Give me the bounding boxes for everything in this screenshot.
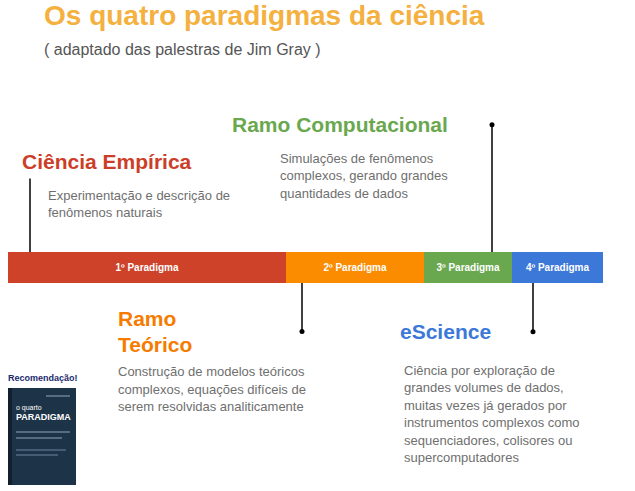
book-spine	[8, 388, 12, 485]
leader-line	[30, 179, 31, 252]
timeline-band: 2º Paradigma	[286, 252, 424, 283]
band-label: 2º Paradigma	[323, 262, 386, 273]
annotation-heading: eScience	[400, 319, 491, 345]
annotation-heading: Ramo Teórico	[118, 306, 228, 357]
band-label: 1º Paradigma	[115, 262, 178, 273]
book-line	[16, 438, 62, 439]
book-line	[16, 432, 70, 433]
timeline-band: 1º Paradigma	[8, 252, 286, 283]
leader-dot	[490, 122, 495, 127]
band-label: 4º Paradigma	[526, 262, 589, 273]
timeline-band: 3º Paradigma	[424, 252, 512, 283]
band-label: 3º Paradigma	[436, 262, 499, 273]
leader-path	[29, 179, 31, 252]
annotation-heading: Ramo Computacional	[232, 112, 448, 138]
annotation-body: Ciência por exploração de grandes volume…	[404, 362, 604, 467]
leader-path	[301, 283, 303, 332]
leader-line	[300, 283, 305, 334]
book-line	[16, 455, 58, 456]
book-title: PARADIGMA	[16, 413, 71, 423]
annotation-body: Experimentação e descrição de fenômenos …	[48, 187, 248, 222]
leader-line	[531, 283, 536, 334]
book-cover	[8, 388, 76, 485]
leader-dot	[531, 329, 536, 334]
leader-dot	[300, 329, 305, 334]
diagram-subtitle: ( adaptado das palestras de Jim Gray )	[44, 41, 321, 59]
annotation-block: Ciência EmpíricaExperimentação e descriç…	[22, 149, 248, 222]
annotation-body: Simulações de fenômenos complexos, geran…	[280, 150, 458, 203]
annotation-block: Ramo TeóricoConstrução de modelos teóric…	[118, 306, 333, 416]
leader-path	[532, 283, 534, 332]
leader-line	[490, 122, 495, 252]
leader-path	[491, 125, 493, 252]
annotation-heading: Ciência Empírica	[22, 149, 191, 175]
book-line	[16, 450, 66, 451]
book-line	[46, 396, 70, 397]
book-title: o quarto	[16, 404, 42, 412]
timeline-band: 4º Paradigma	[512, 252, 603, 283]
annotation-block: eScienceCiência por exploração de grande…	[400, 319, 604, 467]
annotation-block: Ramo ComputacionalSimulações de fenômeno…	[232, 112, 458, 202]
diagram-title: Os quatro paradigmas da ciência	[44, 0, 484, 32]
recommendation-label: Recomendação!	[8, 374, 78, 384]
annotation-body: Construção de modelos teóricos complexos…	[118, 363, 333, 416]
